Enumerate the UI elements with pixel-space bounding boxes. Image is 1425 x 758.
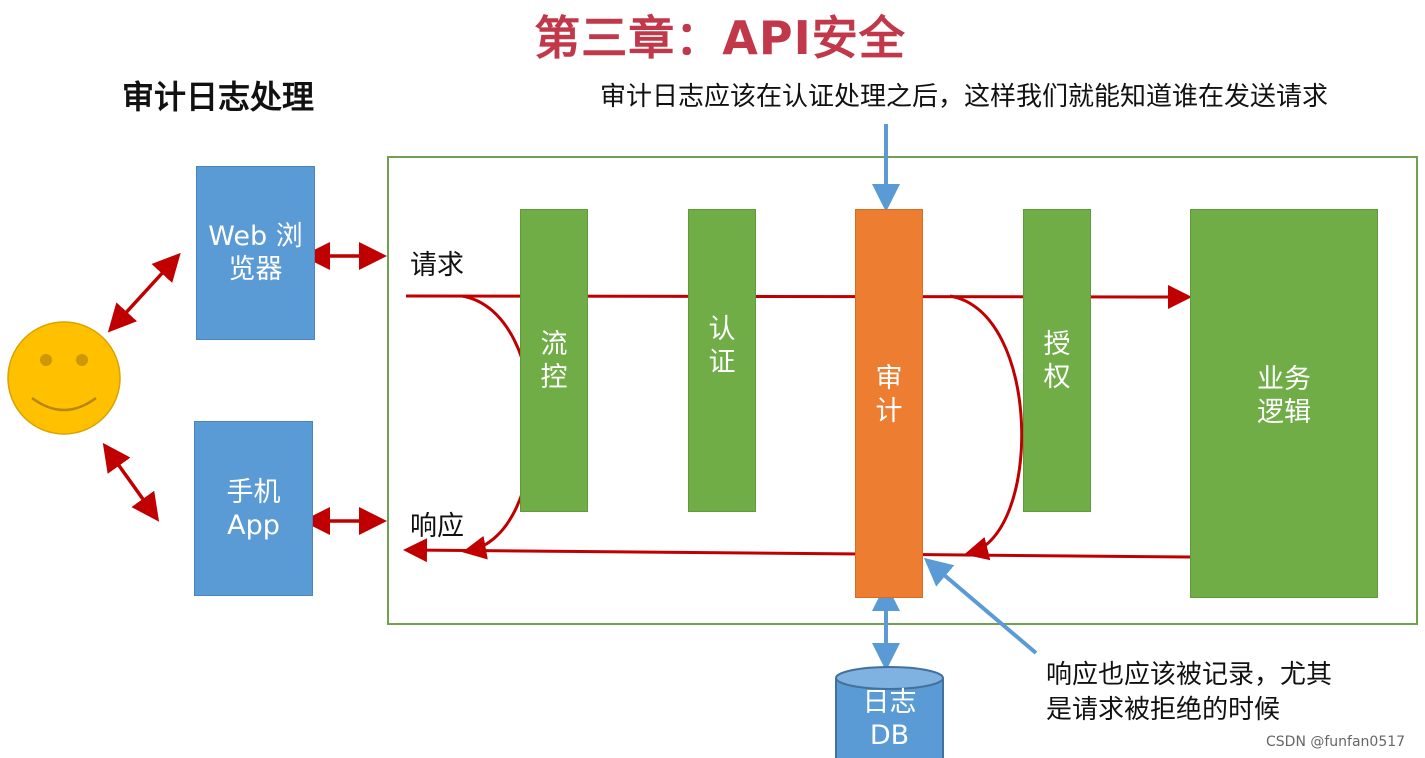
authorization-stage: 授权: [1023, 209, 1091, 512]
page-title: 第三章：API安全: [534, 11, 906, 65]
mobile-app-box: 手机 App: [194, 421, 313, 596]
log-db-cylinder-icon: [835, 666, 944, 758]
web-browser-label: Web 浏览器: [208, 221, 303, 285]
authentication-stage: 认证: [688, 209, 756, 512]
response-flow-line: [403, 538, 1191, 563]
user-web-arrow: [107, 252, 181, 333]
log-db-label: 日志 DB: [862, 687, 917, 751]
authz-reject-curve: [949, 294, 1024, 561]
mobile-app-label: 手机 App: [226, 476, 281, 541]
csdn-watermark: CSDN @funfan0517: [1266, 734, 1406, 750]
request-label: 请求: [410, 250, 464, 281]
web-browser-box: Web 浏览器: [196, 166, 315, 340]
note-bottom-arrow: [923, 557, 1038, 655]
rate-limit-stage: 流控: [520, 209, 588, 512]
user-app-arrow: [102, 442, 160, 522]
business-logic-label: 业务 逻辑: [1257, 363, 1311, 428]
rate-limit-label: 流控: [540, 328, 568, 393]
business-logic-stage: 业务 逻辑: [1190, 209, 1378, 598]
audit-stage: 审计: [855, 209, 923, 598]
note-log-responses: 响应也应该被记录，尤其是请求被拒绝的时候: [1046, 660, 1333, 725]
api-boundary-frame: [387, 156, 1418, 625]
response-label: 响应: [410, 511, 464, 542]
section-subtitle: 审计日志处理: [122, 78, 315, 116]
note-audit-after-authn: 审计日志应该在认证处理之后，这样我们就能知道谁在发送请求: [600, 82, 1329, 112]
user-smiley-icon: [7, 321, 121, 435]
audit-label: 审计: [875, 362, 903, 427]
authorization-label: 授权: [1043, 328, 1071, 393]
authentication-label: 认证: [708, 313, 736, 378]
